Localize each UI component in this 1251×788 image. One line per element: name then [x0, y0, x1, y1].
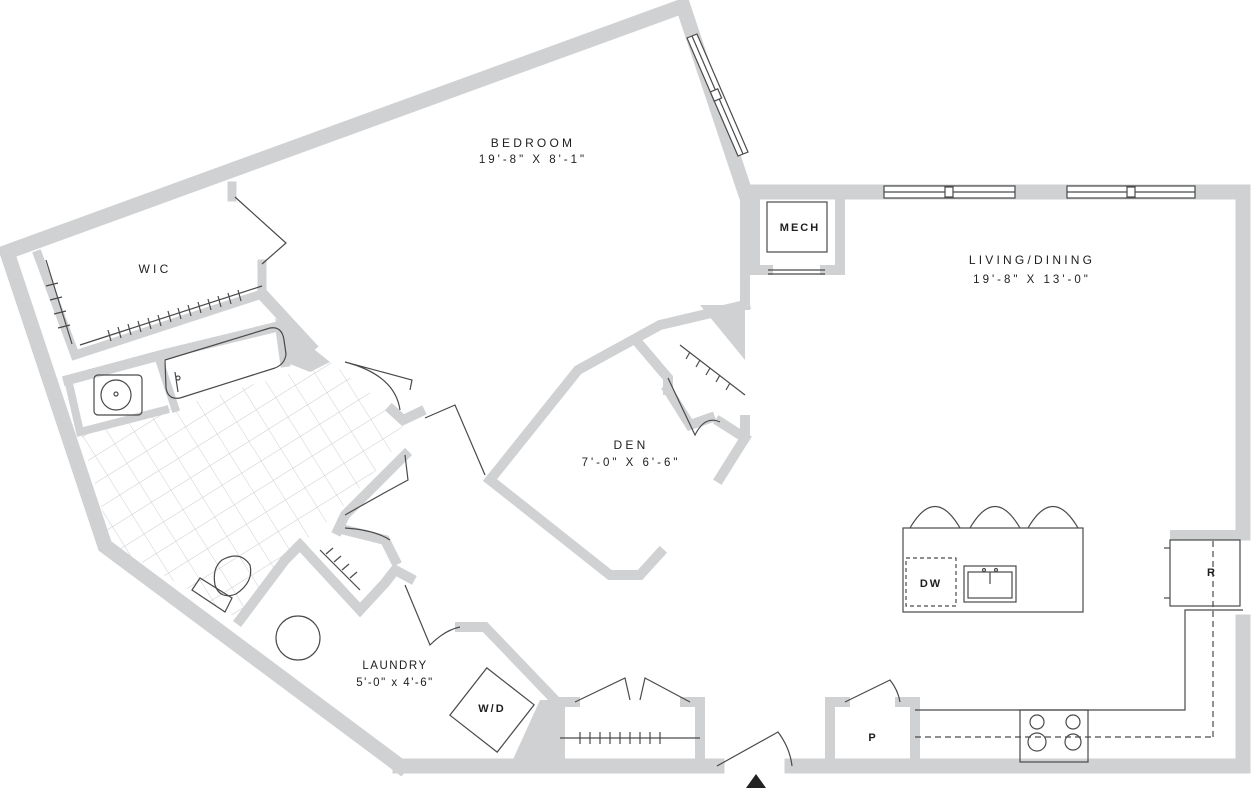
bath-sink	[93, 374, 143, 416]
kitchen-counter	[915, 609, 1243, 711]
living-window-right	[1066, 185, 1196, 199]
bathroom-tile-floor	[80, 362, 405, 620]
den-size: 7'-0" x 6'-6"	[582, 457, 681, 469]
refrigerator	[1169, 539, 1241, 607]
laundry-label: LAUNDRY	[362, 660, 427, 672]
linework	[45, 196, 1243, 767]
kitchen-island	[902, 527, 1084, 613]
linen-closet-door	[344, 527, 391, 541]
living-size: 19'-8" x 13'-0"	[973, 274, 1091, 286]
bedroom-label: Bedroom	[491, 136, 575, 150]
den-label: Den	[614, 438, 649, 452]
coat-closet-doors	[574, 677, 691, 703]
washer-dryer-label: W/D	[478, 703, 505, 715]
den-closet-doors	[667, 377, 721, 437]
bath-door-bottom	[344, 454, 409, 516]
windows	[686, 33, 1196, 199]
dishwasher-label: DW	[920, 578, 942, 590]
washer-dryer	[449, 667, 535, 753]
mech-label: MECH	[780, 222, 820, 234]
pantry-door	[844, 679, 901, 703]
toilet	[213, 555, 252, 597]
pantry-label: P	[868, 732, 877, 744]
water-heater	[275, 615, 321, 661]
stool-2	[969, 505, 1021, 529]
bathtub	[164, 327, 287, 399]
bedroom-size: 19'-8" x 8'-1"	[479, 154, 587, 166]
wall-fills	[275, 305, 1250, 766]
stool-3	[1027, 505, 1079, 529]
kitchen-sink	[963, 565, 1017, 603]
wic-door	[234, 196, 287, 265]
refrigerator-label: R	[1207, 567, 1217, 579]
mech-door	[768, 269, 825, 275]
living-label: Living/Dining	[969, 253, 1095, 267]
laundry-door	[404, 584, 461, 647]
bath-door-top	[344, 361, 413, 411]
mech-unit	[766, 201, 828, 253]
stool-1	[909, 505, 961, 529]
entry-arrow-icon	[746, 774, 766, 788]
bedroom-window	[686, 33, 749, 157]
living-window-left	[883, 185, 1016, 199]
bedroom-door	[424, 404, 486, 476]
wic-label: WIC	[139, 262, 172, 276]
entry-door	[716, 731, 793, 767]
laundry-size: 5'-0" x 4'-6"	[356, 677, 433, 689]
range	[1019, 709, 1089, 763]
wic-hanger-ticks	[45, 282, 242, 342]
